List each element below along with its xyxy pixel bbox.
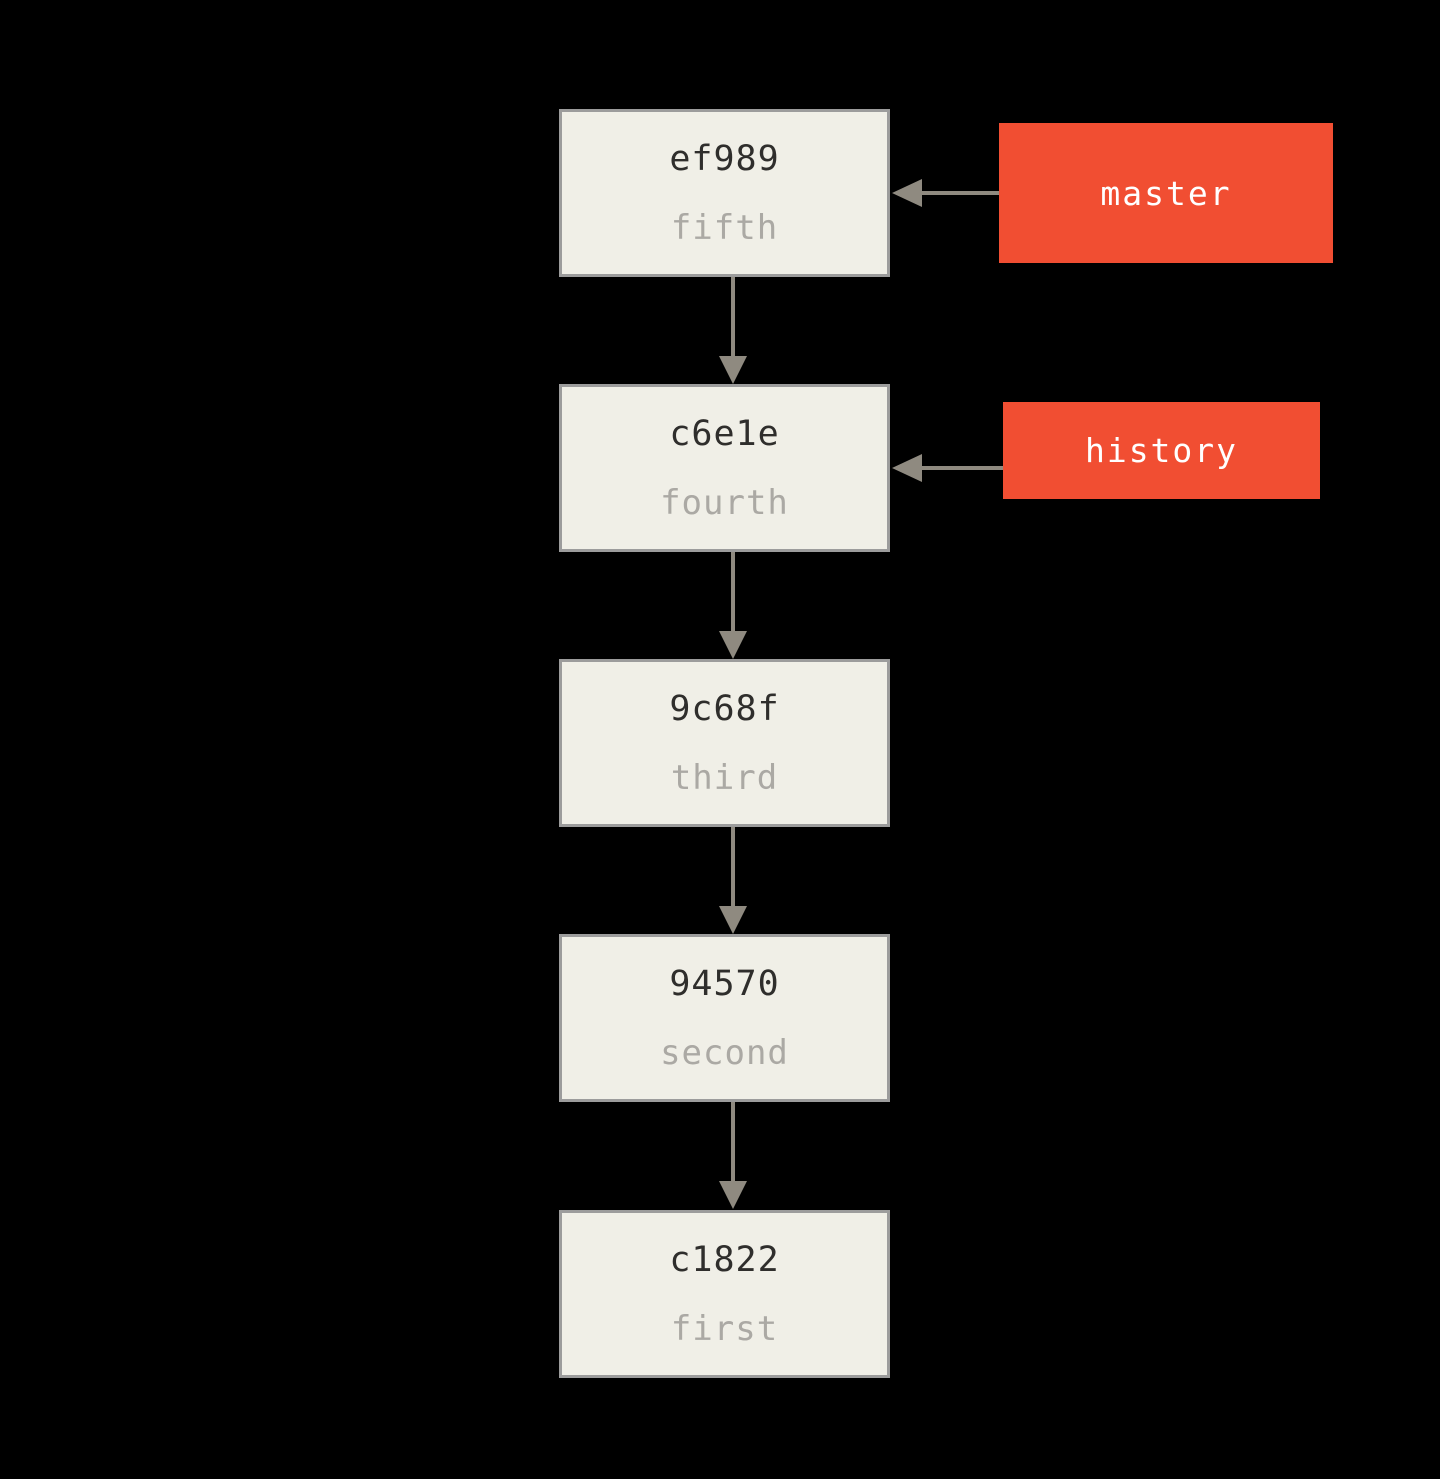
commit-node-ef989: ef989 fifth — [559, 109, 890, 277]
commit-node-c1822: c1822 first — [559, 1210, 890, 1378]
arrow-head — [892, 454, 922, 482]
arrow-left-icon — [892, 454, 1003, 482]
arrow-left-icon — [892, 179, 999, 207]
arrow-line — [731, 277, 735, 357]
arrow-head — [719, 356, 747, 384]
arrow-line — [731, 827, 735, 907]
arrow-down-icon — [719, 827, 747, 934]
commit-node-9c68f: 9c68f third — [559, 659, 890, 827]
branch-label-history: history — [1003, 402, 1320, 499]
arrow-line — [731, 1102, 735, 1182]
arrow-down-icon — [719, 1102, 747, 1209]
commit-hash: c1822 — [669, 1239, 780, 1280]
arrow-head — [719, 631, 747, 659]
commit-message: first — [670, 1308, 779, 1349]
commit-message: third — [670, 757, 779, 798]
arrow-down-icon — [719, 552, 747, 659]
commit-node-c6e1e: c6e1e fourth — [559, 384, 890, 552]
branch-name: history — [1084, 431, 1239, 470]
branch-name: master — [1100, 173, 1232, 213]
commit-message: second — [660, 1032, 789, 1073]
arrow-line — [922, 466, 1003, 470]
arrow-head — [719, 906, 747, 934]
commit-message: fourth — [660, 482, 789, 523]
commit-hash: c6e1e — [669, 413, 780, 454]
commit-hash: ef989 — [669, 138, 780, 179]
arrow-head — [892, 179, 922, 207]
commit-node-94570: 94570 second — [559, 934, 890, 1102]
arrow-line — [922, 191, 999, 195]
arrow-line — [731, 552, 735, 632]
arrow-down-icon — [719, 277, 747, 384]
branch-label-master: master — [999, 123, 1333, 263]
commit-hash: 94570 — [669, 963, 780, 1004]
commit-hash: 9c68f — [669, 688, 780, 729]
arrow-head — [719, 1181, 747, 1209]
commit-message: fifth — [670, 207, 779, 248]
